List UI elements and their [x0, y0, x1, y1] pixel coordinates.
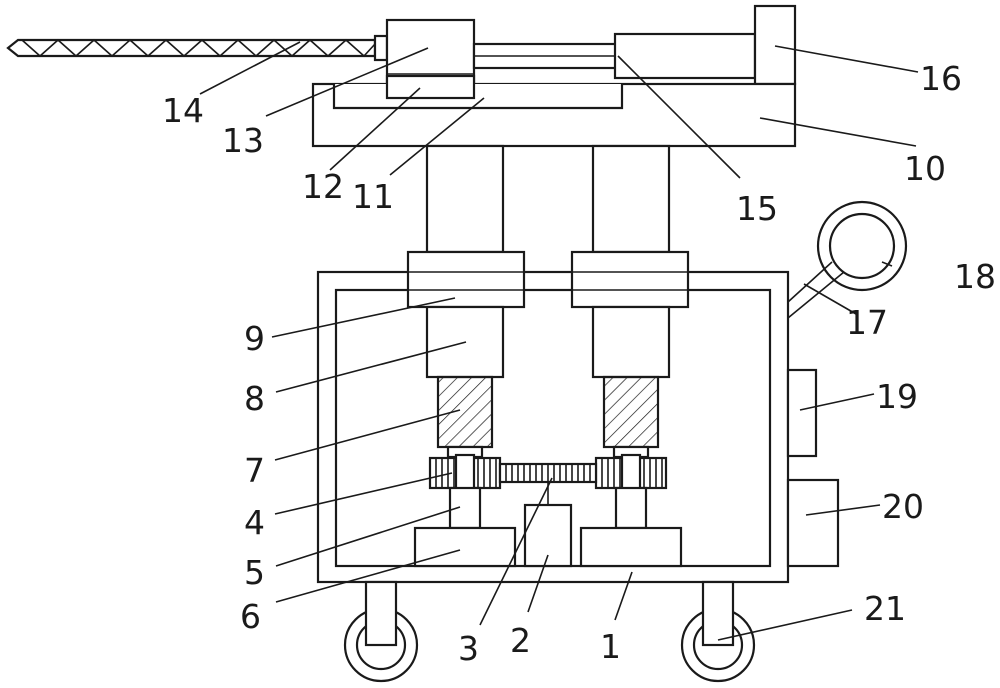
label-4: 4 — [244, 503, 265, 542]
handle-18 — [787, 200, 908, 319]
gear-4-left — [428, 453, 502, 493]
gear-3-center — [498, 462, 598, 505]
label-17: 17 — [846, 303, 888, 342]
wheel-left — [343, 580, 419, 683]
label-1: 1 — [600, 627, 621, 666]
label-20: 20 — [882, 487, 924, 526]
label-11: 11 — [352, 177, 394, 216]
shaft-5-right — [614, 486, 648, 530]
screw-7-left — [436, 375, 494, 449]
end-plate-16 — [753, 4, 797, 86]
motor-6-left — [413, 526, 517, 568]
sleeve-9-left — [406, 250, 526, 309]
label-13: 13 — [222, 121, 264, 160]
label-5: 5 — [244, 553, 265, 592]
hydraulic-cylinder-15 — [613, 32, 757, 80]
label-7: 7 — [244, 451, 265, 490]
label-14: 14 — [162, 91, 204, 130]
drill-bit — [6, 34, 389, 62]
wheel-right-21 — [680, 580, 756, 683]
screw-7-right — [602, 375, 660, 449]
column-left-upper — [425, 144, 505, 254]
label-6: 6 — [240, 597, 261, 636]
column-right-upper — [591, 144, 671, 254]
label-12: 12 — [302, 167, 344, 206]
sliding-rail-11 — [332, 84, 624, 110]
label-3: 3 — [458, 629, 479, 668]
label-9: 9 — [244, 319, 265, 358]
label-21: 21 — [864, 589, 906, 628]
sleeve-9-right — [570, 250, 690, 309]
column-8-left — [425, 305, 505, 379]
label-18: 18 — [954, 257, 996, 296]
label-8: 8 — [244, 379, 265, 418]
leader-lines — [199, 41, 919, 641]
label-10: 10 — [904, 149, 946, 188]
control-box-19 — [786, 368, 818, 458]
battery-box-20 — [786, 478, 840, 568]
label-16: 16 — [920, 59, 962, 98]
gear-4-right — [594, 453, 668, 493]
column-8-right — [591, 305, 671, 379]
label-19: 19 — [876, 377, 918, 416]
slider-12 — [385, 74, 476, 100]
motor-6-right — [579, 526, 683, 568]
label-15: 15 — [736, 189, 778, 228]
label-2: 2 — [510, 621, 531, 660]
